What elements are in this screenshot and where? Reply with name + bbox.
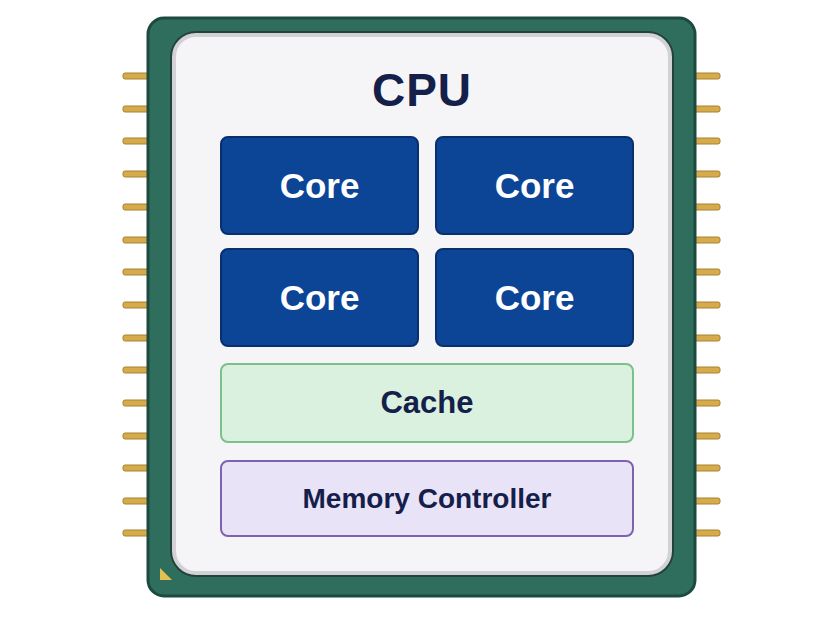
memory-controller-label: Memory Controller — [303, 483, 552, 515]
core-box: Core — [435, 248, 634, 347]
memory-controller-block: Memory Controller — [220, 460, 634, 537]
core-box: Core — [435, 136, 634, 235]
core-box: Core — [220, 248, 419, 347]
cache-label: Cache — [380, 385, 473, 421]
core-label: Core — [280, 166, 360, 206]
core-label: Core — [495, 278, 575, 318]
core-label: Core — [495, 166, 575, 206]
core-box: Core — [220, 136, 419, 235]
cache-block: Cache — [220, 363, 634, 443]
core-label: Core — [280, 278, 360, 318]
cpu-panel: CPUCoreCoreCoreCoreCacheMemory Controlle… — [172, 33, 672, 575]
chip-title: CPU — [372, 63, 472, 117]
